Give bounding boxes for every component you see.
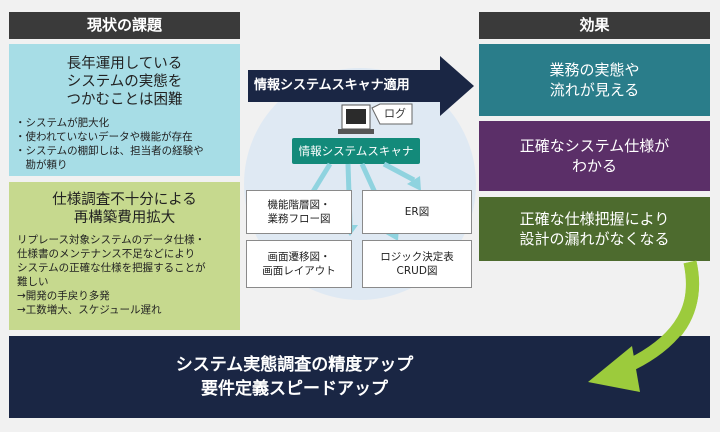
card-line: 業務フロー図: [267, 213, 331, 225]
effect-box-3: 正確な仕様把握により 設計の漏れがなくなる: [479, 197, 710, 261]
card-line: ロジック決定表: [380, 251, 454, 263]
body-line: システムの正確な仕様を把握することが: [17, 262, 206, 274]
bullet-line: ・システムの棚卸しは、担当者の経験や: [15, 145, 204, 157]
title-line: 長年運用している: [66, 56, 183, 72]
effect-box-2: 正確なシステム仕様が わかる: [479, 121, 710, 191]
card-logic-table: ロジック決定表 CRUD図: [362, 240, 472, 288]
body-line: 難しい: [17, 276, 49, 288]
log-tag: [371, 103, 413, 125]
log-label: ログ: [384, 107, 406, 120]
effect-line: 業務の実態や: [549, 61, 640, 79]
effect-line: 流れが見える: [549, 81, 640, 99]
computer-icon: [338, 104, 374, 134]
result-banner: システム実態調査の精度アップ 要件定義スピードアップ: [9, 336, 580, 418]
body-line: →開発の手戻り多発: [17, 290, 110, 302]
banner-line: 要件定義スピードアップ: [201, 379, 388, 399]
card-er-diagram: ER図: [362, 190, 472, 234]
apply-arrow-label: 情報システムスキャナ適用: [254, 78, 410, 93]
title-line: システムの実態を: [66, 74, 183, 90]
title-line: 再構築費用拡大: [73, 210, 176, 226]
bullet-line: 勘が頼り: [15, 159, 68, 171]
effects-header: 効果: [479, 12, 710, 39]
effect-box-1: 業務の実態や 流れが見える: [479, 44, 710, 116]
issue-box-2-body: リプレース対象システムのデータ仕様・ 仕様書のメンテナンス不足などにより システ…: [17, 233, 232, 317]
issue-box-1-title: 長年運用している システムの実態を つかむことは困難: [15, 55, 234, 109]
issue-box-1: 長年運用している システムの実態を つかむことは困難 ・システムが肥大化 ・使わ…: [9, 44, 240, 176]
body-line: 仕様書のメンテナンス不足などにより: [17, 248, 196, 260]
effect-line: 設計の漏れがなくなる: [519, 230, 670, 248]
body-line: →工数増大、スケジュール遅れ: [17, 304, 162, 316]
effect-line: わかる: [571, 157, 617, 175]
title-line: 仕様調査不十分による: [52, 192, 197, 208]
issue-box-1-bullets: ・システムが肥大化 ・使われていないデータや機能が存在 ・システムの棚卸しは、担…: [15, 116, 234, 172]
body-line: リプレース対象システムのデータ仕様・: [17, 234, 206, 246]
bullet-line: ・使われていないデータや機能が存在: [15, 131, 193, 143]
title-line: つかむことは困難: [66, 92, 183, 108]
card-line: 機能階層図・: [267, 199, 331, 211]
bullet-line: ・システムが肥大化: [15, 117, 110, 129]
current-issues-header: 現状の課題: [9, 12, 240, 39]
apply-arrow: [248, 56, 474, 116]
scanner-label: 情報システムスキャナ: [298, 144, 414, 158]
issue-box-2: 仕様調査不十分による 再構築費用拡大 リプレース対象システムのデータ仕様・ 仕様…: [9, 182, 240, 330]
effect-line: 正確な仕様把握により: [519, 210, 670, 228]
banner-line: システム実態調査の精度アップ: [175, 355, 414, 375]
effect-line: 正確なシステム仕様が: [519, 137, 670, 155]
card-screen-transition: 画面遷移図・ 画面レイアウト: [246, 240, 352, 288]
card-function-hierarchy: 機能階層図・ 業務フロー図: [246, 190, 352, 234]
card-line: CRUD図: [396, 265, 438, 277]
issue-box-2-title: 仕様調査不十分による 再構築費用拡大: [17, 191, 232, 227]
card-line: 画面レイアウト: [262, 265, 336, 277]
card-line: 画面遷移図・: [267, 251, 331, 263]
card-line: ER図: [404, 206, 430, 218]
scanner-box: [292, 138, 420, 164]
